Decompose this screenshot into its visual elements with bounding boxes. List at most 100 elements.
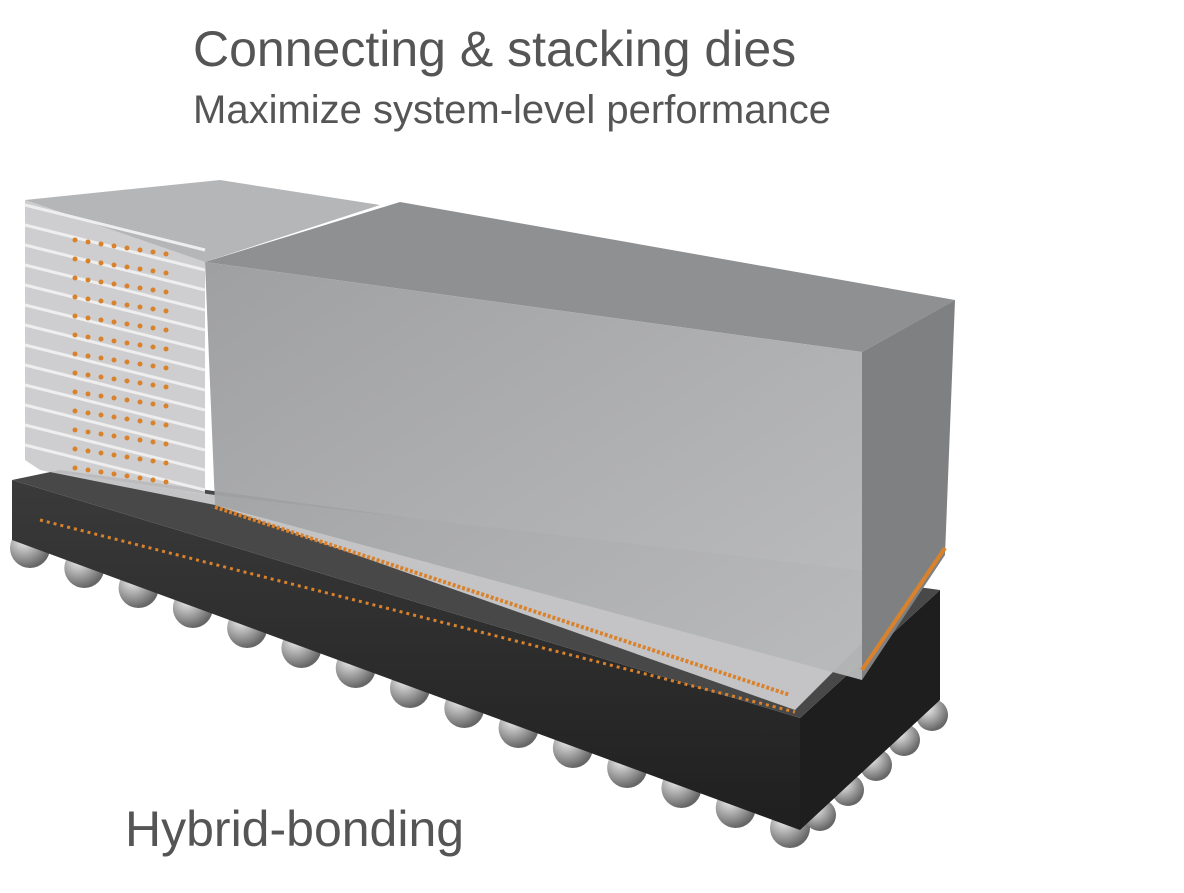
bond-pad [137, 380, 143, 386]
bond-pad [137, 418, 143, 424]
die-side [862, 300, 955, 680]
bond-pad [150, 249, 156, 255]
bond-pad [98, 374, 104, 380]
bond-pad [98, 469, 104, 475]
bond-pad [137, 437, 143, 443]
bond-pad [150, 325, 156, 331]
bond-pad [124, 340, 130, 346]
bond-pad [72, 294, 78, 300]
bond-pad [124, 397, 130, 403]
bond-pad [85, 296, 91, 302]
die-top [205, 202, 955, 352]
stack-layer [24, 383, 206, 432]
substrate-front [12, 480, 800, 830]
bond-pad [137, 399, 143, 405]
bond-pad [137, 285, 143, 291]
bond-pad [85, 334, 91, 340]
bond-pad [98, 317, 104, 323]
bond-pad [163, 346, 169, 352]
bond-pad [124, 302, 130, 308]
bond-pad [124, 454, 130, 460]
bond-pad [150, 306, 156, 312]
stack-top [25, 180, 380, 262]
stack-layer [24, 303, 206, 352]
bond-pad [124, 473, 130, 479]
page-title: Connecting & stacking dies [193, 21, 797, 77]
bond-pad [72, 408, 78, 414]
bond-pad [163, 479, 169, 485]
bond-pad [72, 351, 78, 357]
stack-layer [24, 203, 206, 252]
bond-pad [85, 353, 91, 359]
bond-pad [137, 304, 143, 310]
bond-pad [111, 357, 117, 363]
bond-pad [163, 460, 169, 466]
bond-pad [124, 283, 130, 289]
bond-pad [72, 446, 78, 452]
bond-pad [111, 300, 117, 306]
bond-pad [124, 435, 130, 441]
bond-pad [111, 338, 117, 344]
bond-pad [124, 359, 130, 365]
bond-pad [98, 393, 104, 399]
bond-pad [85, 448, 91, 454]
bond-pad [111, 414, 117, 420]
bond-pad [150, 439, 156, 445]
bond-pad [163, 251, 169, 257]
bond-pad [85, 410, 91, 416]
bond-pad [72, 370, 78, 376]
bond-pad [85, 258, 91, 264]
bond-pad [98, 298, 104, 304]
stack-layer [24, 443, 206, 492]
bond-pad [150, 401, 156, 407]
bond-pad [72, 275, 78, 281]
page-subtitle: Maximize system-level performance [193, 88, 831, 132]
bond-pad [111, 319, 117, 325]
bond-pad [85, 239, 91, 245]
bond-pad [72, 256, 78, 262]
bond-pad [124, 264, 130, 270]
bond-pad [150, 268, 156, 274]
bond-pad [124, 378, 130, 384]
stack-layer [24, 283, 206, 332]
bond-pad [85, 277, 91, 283]
bond-pad [163, 270, 169, 276]
bond-pad [137, 342, 143, 348]
bond-pad [98, 260, 104, 266]
bond-pad [137, 475, 143, 481]
stack-layer [24, 403, 206, 452]
bond-pad [72, 332, 78, 338]
bond-pad [72, 427, 78, 433]
memory-die-stack [24, 180, 380, 495]
bond-pad [72, 313, 78, 319]
bond-pad [163, 365, 169, 371]
interposer-layer [40, 470, 920, 710]
bond-pad [150, 344, 156, 350]
bond-pad [124, 416, 130, 422]
hybrid-bonding-label: Hybrid-bonding [125, 801, 465, 857]
bond-pad [163, 422, 169, 428]
stack-layer [24, 263, 206, 312]
bond-pad [72, 237, 78, 243]
bond-line [214, 505, 791, 697]
bond-pad [137, 247, 143, 253]
bond-pad [85, 429, 91, 435]
bond-pad [150, 420, 156, 426]
bond-pad [163, 289, 169, 295]
bond-pad [124, 321, 130, 327]
bond-pad [163, 441, 169, 447]
bond-pad [98, 412, 104, 418]
bond-pad [150, 477, 156, 483]
stack-layer [24, 423, 206, 472]
bond-pad [124, 245, 130, 251]
bond-pad [98, 450, 104, 456]
bond-pad [137, 456, 143, 462]
bond-pad [163, 403, 169, 409]
stack-layer [24, 343, 206, 392]
bond-pad [85, 467, 91, 473]
bond-pad [98, 355, 104, 361]
bond-pad [150, 382, 156, 388]
bond-pad [137, 323, 143, 329]
bond-pad [85, 315, 91, 321]
bond-pad [72, 389, 78, 395]
